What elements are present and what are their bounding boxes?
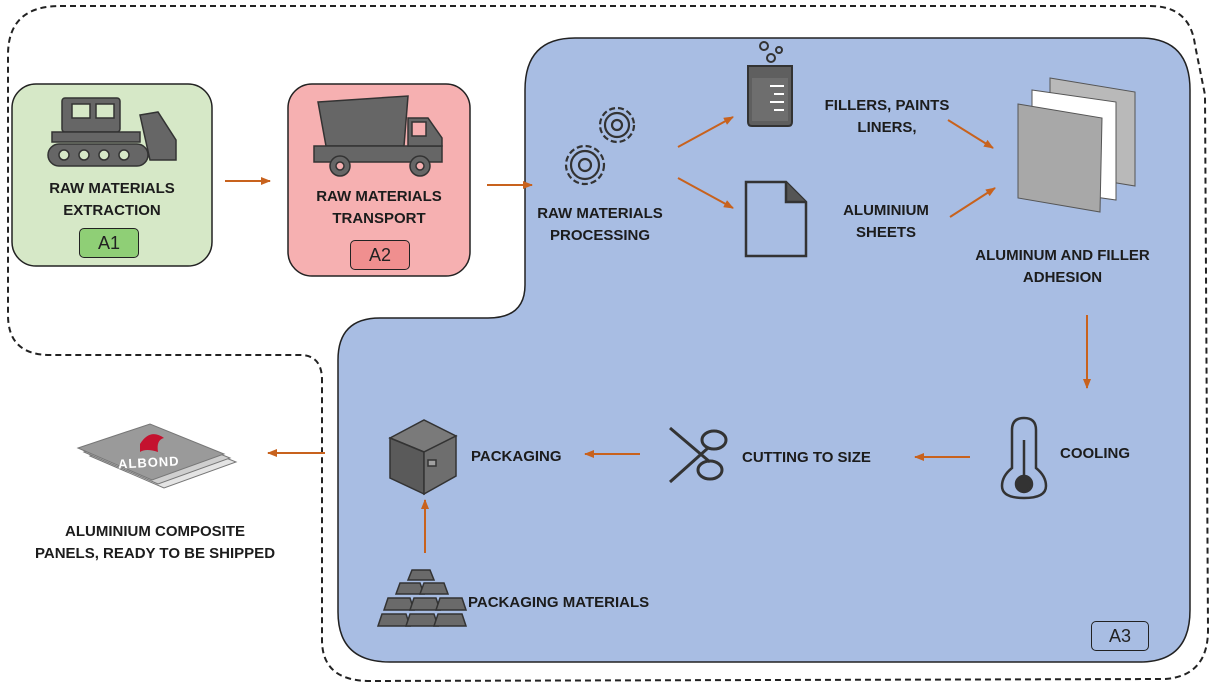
document-icon <box>744 180 808 258</box>
bulldozer-icon <box>47 97 177 167</box>
packaging-label: PACKAGING <box>471 448 562 465</box>
a3-code-badge: A3 <box>1091 621 1149 651</box>
cooling-label: COOLING <box>1060 445 1130 462</box>
arrow-fillers-adhesion <box>947 119 994 149</box>
adhesion-label-line2: ADHESION <box>1022 269 1103 286</box>
scissors-icon <box>668 426 728 484</box>
sheets-label: ALUMINIUM SHEETS <box>816 200 956 244</box>
product-label-line1: ALUMINIUM COMPOSITE <box>65 523 245 540</box>
panels-stack-icon <box>1017 77 1136 213</box>
a1-title-line1: RAW MATERIALS <box>49 180 175 197</box>
fillers-label: FILLERS, PAINTS LINERS, <box>808 95 966 139</box>
a2-title: RAW MATERIALS TRANSPORT <box>288 186 470 230</box>
beaker-icon <box>747 41 793 127</box>
a1-code-badge: A1 <box>79 228 139 258</box>
product-label-line2: PANELS, READY TO BE SHIPPED <box>34 545 276 562</box>
albond-panel-icon <box>76 423 238 489</box>
cutting-label: CUTTING TO SIZE <box>742 449 871 466</box>
dump-truck-icon <box>313 95 443 177</box>
processing-label: RAW MATERIALS PROCESSING <box>520 203 680 247</box>
processing-label-line2: PROCESSING <box>549 227 651 244</box>
fillers-label-line1: FILLERS, PAINTS <box>824 97 950 114</box>
fillers-label-line2: LINERS, <box>857 119 917 136</box>
product-label: ALUMINIUM COMPOSITE PANELS, READY TO BE … <box>10 521 300 565</box>
arrow-processing-sheets <box>677 177 734 209</box>
packaging-materials-label: PACKAGING MATERIALS <box>468 594 650 611</box>
arrow-processing-fillers <box>677 116 734 148</box>
a1-title-line2: EXTRACTION <box>63 202 161 219</box>
a1-title: RAW MATERIALS EXTRACTION <box>12 178 212 222</box>
box-icon <box>388 419 458 496</box>
sheets-label-line1: ALUMINIUM <box>843 202 929 219</box>
processing-label-line1: RAW MATERIALS <box>537 205 663 222</box>
system-boundary <box>7 5 1210 683</box>
sheets-label-line2: SHEETS <box>855 224 916 241</box>
a2-title-line2: TRANSPORT <box>332 210 426 227</box>
albond-logo-text: ALBOND <box>117 453 180 472</box>
adhesion-label-line1: ALUMINUM AND FILLER <box>975 247 1150 264</box>
a2-title-line1: RAW MATERIALS <box>316 188 442 205</box>
gears-icon <box>564 106 636 186</box>
ingots-icon <box>376 569 468 627</box>
arrow-sheets-adhesion <box>949 187 996 218</box>
adhesion-label: ALUMINUM AND FILLER ADHESION <box>950 245 1175 289</box>
thermometer-icon <box>1000 416 1048 500</box>
a2-code-badge: A2 <box>350 240 410 270</box>
